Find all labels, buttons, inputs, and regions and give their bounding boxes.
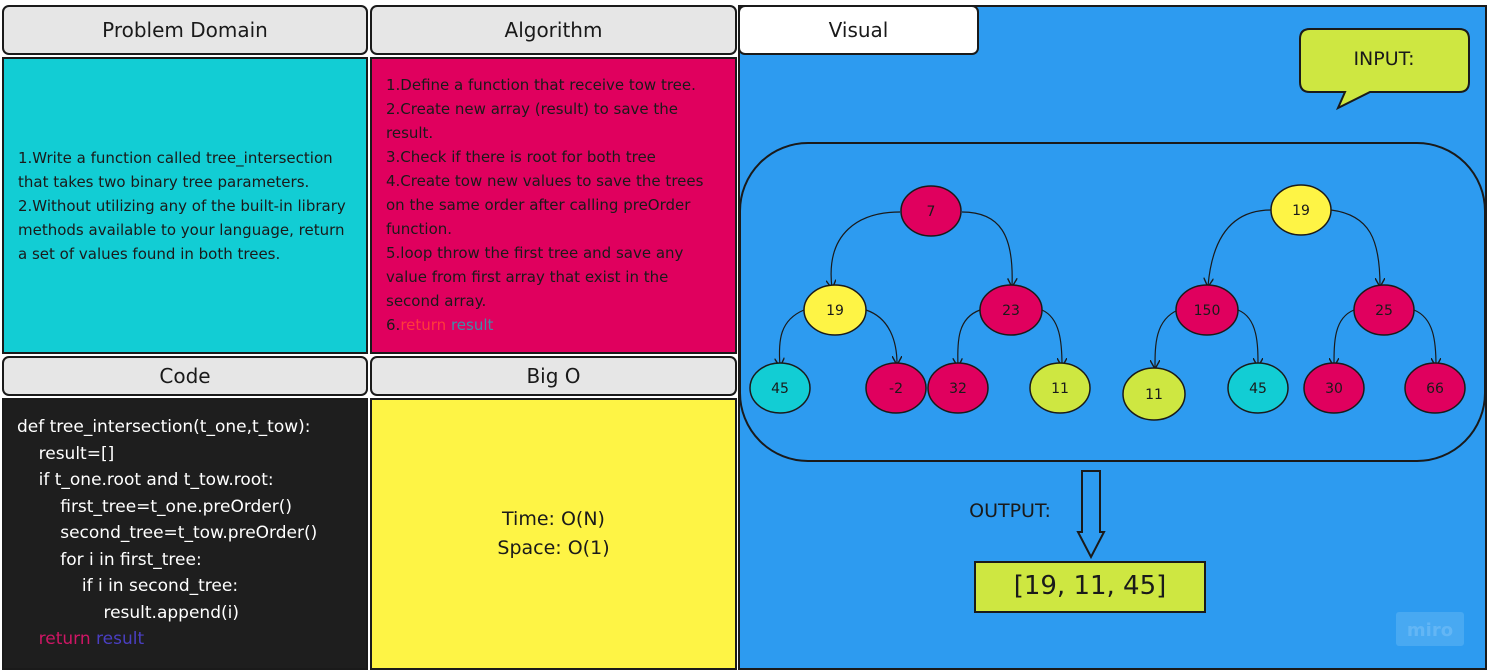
tree2-node-shape xyxy=(1122,367,1186,421)
tree2-edge xyxy=(1155,309,1179,368)
algorithm-step: 5.loop throw the first tree and save any… xyxy=(386,244,684,310)
tree2-edge xyxy=(1334,309,1355,366)
tree1-node-label: 32 xyxy=(949,381,967,397)
input-callout-shape xyxy=(1299,28,1470,111)
tree2-node-shape xyxy=(1404,362,1466,414)
code-line: for i in first_tree: xyxy=(17,549,202,570)
space-complexity: Space: O(1) xyxy=(497,537,610,559)
input-label: INPUT: xyxy=(1353,48,1414,70)
tree2-edge xyxy=(1413,309,1436,366)
code-line: if i in second_tree: xyxy=(17,576,239,596)
algorithm-panel: 1.Define a function that receive tow tre… xyxy=(370,57,737,354)
algorithm-return-keyword: return xyxy=(400,316,447,334)
tree2-node-label: 25 xyxy=(1375,303,1393,319)
tree2-node-label: 11 xyxy=(1145,387,1163,403)
code-line: result.append(i) xyxy=(17,602,239,623)
tree2-node-label: 19 xyxy=(1292,203,1310,219)
tree2-edge xyxy=(1208,209,1272,286)
algorithm-step: 3.Check if there is root for both tree xyxy=(386,148,656,166)
big-o-panel: Time: O(N) Space: O(1) xyxy=(370,398,737,670)
tree2-node-label: 30 xyxy=(1325,381,1343,397)
code-line: if t_one.root and t_tow.root: xyxy=(17,470,274,490)
tree1-node-label: 7 xyxy=(927,204,936,220)
time-complexity: Time: O(N) xyxy=(502,508,605,530)
output-value: [19, 11, 45] xyxy=(1014,571,1167,601)
algorithm-header: Algorithm xyxy=(370,5,737,55)
tree2-node-label: 45 xyxy=(1249,381,1267,397)
output-label: OUTPUT: xyxy=(969,500,1051,522)
tree1-node-shape xyxy=(865,362,927,414)
tree1-edge xyxy=(831,211,901,288)
problem-domain-line: 2.Without utilizing any of the built-in … xyxy=(18,196,346,263)
algorithm-step: 1.Define a function that receive tow tre… xyxy=(386,76,696,94)
algorithm-step: 2.Create new array (result) to save the … xyxy=(386,100,679,142)
output-box xyxy=(974,561,1206,613)
tree1-node-shape xyxy=(927,362,989,414)
tree2-node-label: 66 xyxy=(1426,381,1444,397)
big-o-header: Big O xyxy=(370,356,737,396)
tree1-node-shape xyxy=(749,362,811,414)
tree2-node-label: 150 xyxy=(1194,303,1221,319)
tree1-node-shape xyxy=(1029,362,1091,414)
watermark-text: miro xyxy=(1407,620,1453,641)
tree2-edge xyxy=(1237,309,1258,366)
tree1-node-label: 23 xyxy=(1002,303,1020,319)
tree1-edge xyxy=(1041,309,1062,366)
code-panel: def tree_intersection(t_one,t_tow): resu… xyxy=(2,398,368,670)
tree1-edge xyxy=(865,309,897,364)
code-line: return result xyxy=(17,626,366,653)
code-line: result=[] xyxy=(17,443,115,464)
tree1-node-label: 45 xyxy=(771,381,789,397)
algorithm-step-number: 6. xyxy=(386,316,401,334)
code-line: second_tree=t_tow.preOrder() xyxy=(17,523,318,543)
visual-panel xyxy=(738,5,1487,670)
tree1-node-label: -2 xyxy=(889,381,903,397)
tree2-node-shape xyxy=(1270,184,1332,236)
problem-domain-panel: 1.Write a function called tree_intersect… xyxy=(2,57,368,354)
code-line: first_tree=t_one.preOrder() xyxy=(17,496,293,517)
problem-domain-line: 1.Write a function called tree_intersect… xyxy=(18,148,333,191)
tree1-node-label: 11 xyxy=(1051,381,1069,397)
tree1-node-label: 19 xyxy=(826,303,844,319)
algorithm-step: 6.return result xyxy=(386,313,723,337)
code-line: def tree_intersection(t_one,t_tow): xyxy=(17,417,311,437)
tree2-edge xyxy=(1330,209,1380,286)
code-return-keyword: return xyxy=(38,629,91,649)
tree1-edge xyxy=(961,211,1012,286)
problem-domain-header: Problem Domain xyxy=(2,5,368,55)
tree1-edge xyxy=(779,309,805,366)
tree2-node-shape xyxy=(1175,284,1239,336)
problem-domain-text: 1.Write a function called tree_intersect… xyxy=(18,146,354,266)
algorithm-step: 4.Create tow new values to save the tree… xyxy=(386,172,704,238)
tree1-node-shape xyxy=(803,284,867,336)
tree1-edge xyxy=(958,309,981,366)
tree2-node-shape xyxy=(1353,284,1415,336)
code-header: Code xyxy=(2,356,368,396)
tree1-node-shape xyxy=(979,284,1043,336)
tree2-node-shape xyxy=(1303,362,1365,414)
down-arrow-icon xyxy=(1076,470,1106,560)
algorithm-return-value: result xyxy=(450,316,494,334)
watermark-box xyxy=(1396,612,1464,646)
visual-header: Visual xyxy=(738,5,979,55)
code-return-value: result xyxy=(96,629,145,649)
tree2-node-shape xyxy=(1227,362,1289,414)
tree1-node-shape xyxy=(900,185,962,237)
trees-container xyxy=(739,142,1486,462)
